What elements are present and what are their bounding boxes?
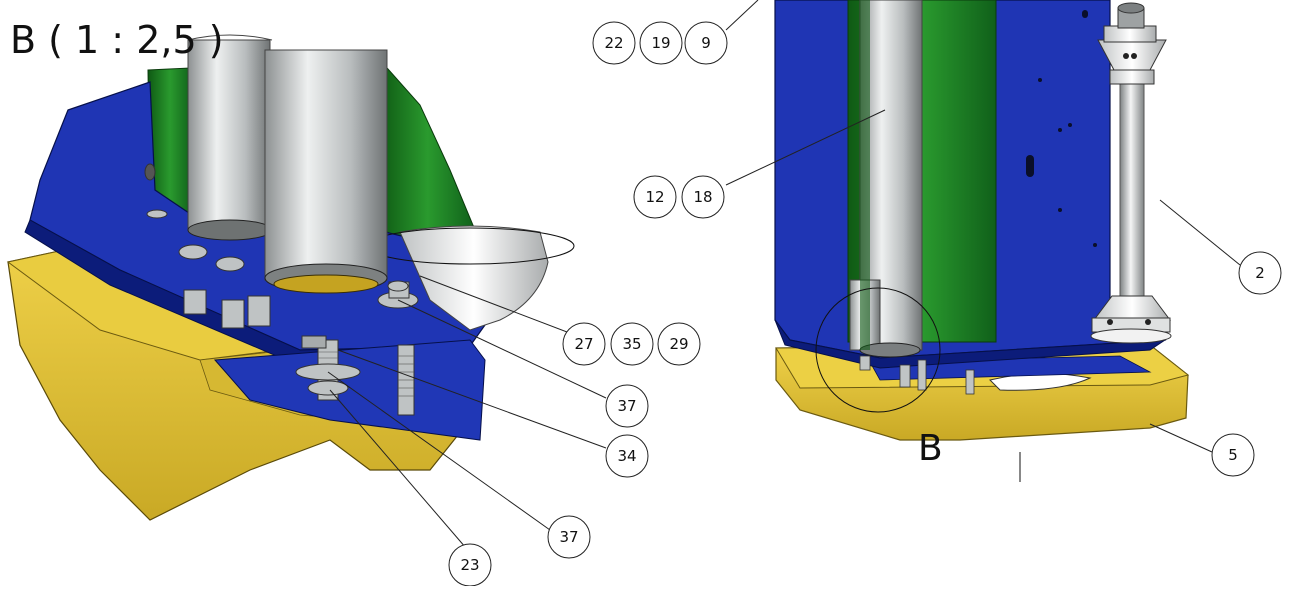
balloon-18: 18 — [681, 175, 725, 219]
svg-text:9: 9 — [701, 34, 711, 52]
detail-steel-roller-left — [187, 39, 271, 231]
svg-text:23: 23 — [460, 556, 479, 574]
svg-text:34: 34 — [617, 447, 636, 465]
main-view — [774, 0, 1190, 482]
svg-text:5: 5 — [1228, 446, 1238, 464]
balloon-37-upper: 37 — [605, 384, 649, 428]
balloon-19: 19 — [639, 21, 683, 65]
svg-text:27: 27 — [574, 335, 593, 353]
svg-text:22: 22 — [604, 34, 623, 52]
detail-title: B ( 1 : 2,5 ) — [10, 18, 224, 62]
svg-text:2: 2 — [1255, 264, 1265, 282]
leader-lines — [327, 0, 1241, 549]
balloon-22: 22 — [592, 21, 636, 65]
balloon-35: 35 — [610, 322, 654, 366]
balloon-34: 34 — [605, 434, 649, 478]
balloon-12: 12 — [633, 175, 677, 219]
balloon-group: 22 19 9 12 18 2 27 35 — [448, 21, 1282, 587]
detail-steel-roller-right — [264, 49, 388, 281]
balloon-37-lower: 37 — [547, 515, 591, 559]
main-guide-rod — [1090, 2, 1172, 344]
balloon-27: 27 — [562, 322, 606, 366]
balloon-9: 9 — [684, 21, 728, 65]
svg-text:19: 19 — [651, 34, 670, 52]
balloon-23: 23 — [448, 543, 492, 587]
svg-text:37: 37 — [617, 397, 636, 415]
svg-text:37: 37 — [559, 528, 578, 546]
svg-text:35: 35 — [622, 335, 641, 353]
svg-text:12: 12 — [645, 188, 664, 206]
detail-view-b — [6, 34, 575, 521]
svg-text:18: 18 — [693, 188, 712, 206]
detail-circle-b — [815, 287, 941, 413]
balloon-29: 29 — [657, 322, 701, 366]
detail-white-roller — [399, 225, 549, 331]
section-letter-b: B — [918, 428, 943, 469]
svg-text:29: 29 — [669, 335, 688, 353]
balloon-5: 5 — [1211, 433, 1255, 477]
balloon-2: 2 — [1238, 251, 1282, 295]
